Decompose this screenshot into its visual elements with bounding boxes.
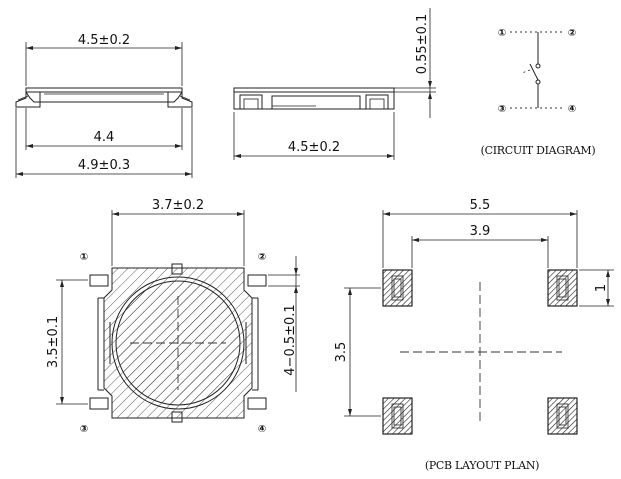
top-view-dim-right: 4−0.5±0.1 (283, 304, 298, 375)
side-view-2-left-terminal (239, 94, 263, 110)
side-view-2-right-terminal (365, 94, 389, 110)
pcb-pad-1 (382, 269, 413, 307)
circuit-switch-contact (529, 63, 539, 81)
top-view-dim-left: 3.5±0.1 (46, 316, 61, 368)
circuit-pin-3-label: ③ (498, 104, 506, 115)
side-view-1-top-plate (25, 87, 183, 93)
pcb-layout: 5.5 3.9 3.5 1 (PCB LAYOUT PLAN) (334, 198, 614, 472)
side-view-1-left-lead (15, 90, 41, 108)
pcb-layout-caption: (PCB LAYOUT PLAN) (425, 459, 539, 472)
side-view-2: 0.55±0.1 4.5±0.2 (233, 8, 436, 160)
top-view-pin-4: ④ (258, 424, 266, 435)
pcb-pad-2 (547, 269, 578, 307)
top-view-lead-4 (247, 397, 267, 410)
side-view-2-top-plate (233, 87, 395, 93)
side-view-1: 4.5±0.2 4.4 4.9±0.3 (15, 33, 193, 178)
top-view-lead-3 (89, 397, 109, 410)
side-view-1-dim-top: 4.5±0.2 (78, 33, 130, 48)
circuit-pin-1-label: ① (498, 28, 506, 39)
circuit-diagram: ① ② ③ ④ (CIRCUIT DIAGRAM) (481, 28, 596, 157)
side-view-1-dim-bottom: 4.9±0.3 (78, 158, 130, 173)
side-view-2-actuator (271, 95, 361, 110)
top-view-pin-3: ③ (80, 424, 88, 435)
side-view-1-body (39, 91, 169, 103)
side-view-2-dim-bottom: 4.5±0.2 (288, 140, 340, 155)
pcb-dim-outer: 5.5 (470, 198, 491, 213)
circuit-diagram-caption: (CIRCUIT DIAGRAM) (481, 144, 596, 157)
pcb-dim-pad: 1 (594, 284, 609, 292)
pcb-dim-left: 3.5 (334, 342, 349, 363)
top-view-lead-1 (89, 274, 109, 287)
top-view-pin-2: ② (258, 252, 266, 263)
top-view-dim-top: 3.7±0.2 (152, 198, 204, 213)
circuit-pin-4-label: ④ (568, 104, 576, 115)
pcb-pad-3 (382, 397, 413, 435)
top-view-pin-1: ① (80, 252, 88, 263)
pcb-pad-4 (547, 397, 578, 435)
side-view-1-right-lead (167, 90, 193, 108)
pcb-dim-inner: 3.9 (470, 224, 491, 239)
circuit-pin-2-label: ② (568, 28, 576, 39)
top-view: ① ② ③ ④ 3.7±0.2 3.5±0.1 4−0.5±0.1 (46, 198, 300, 435)
side-view-1-dim-mid: 4.4 (94, 130, 115, 145)
side-view-2-dim-height: 0.55±0.1 (415, 14, 430, 75)
top-view-lead-2 (247, 274, 267, 287)
top-view-actuator-ring (111, 276, 245, 410)
